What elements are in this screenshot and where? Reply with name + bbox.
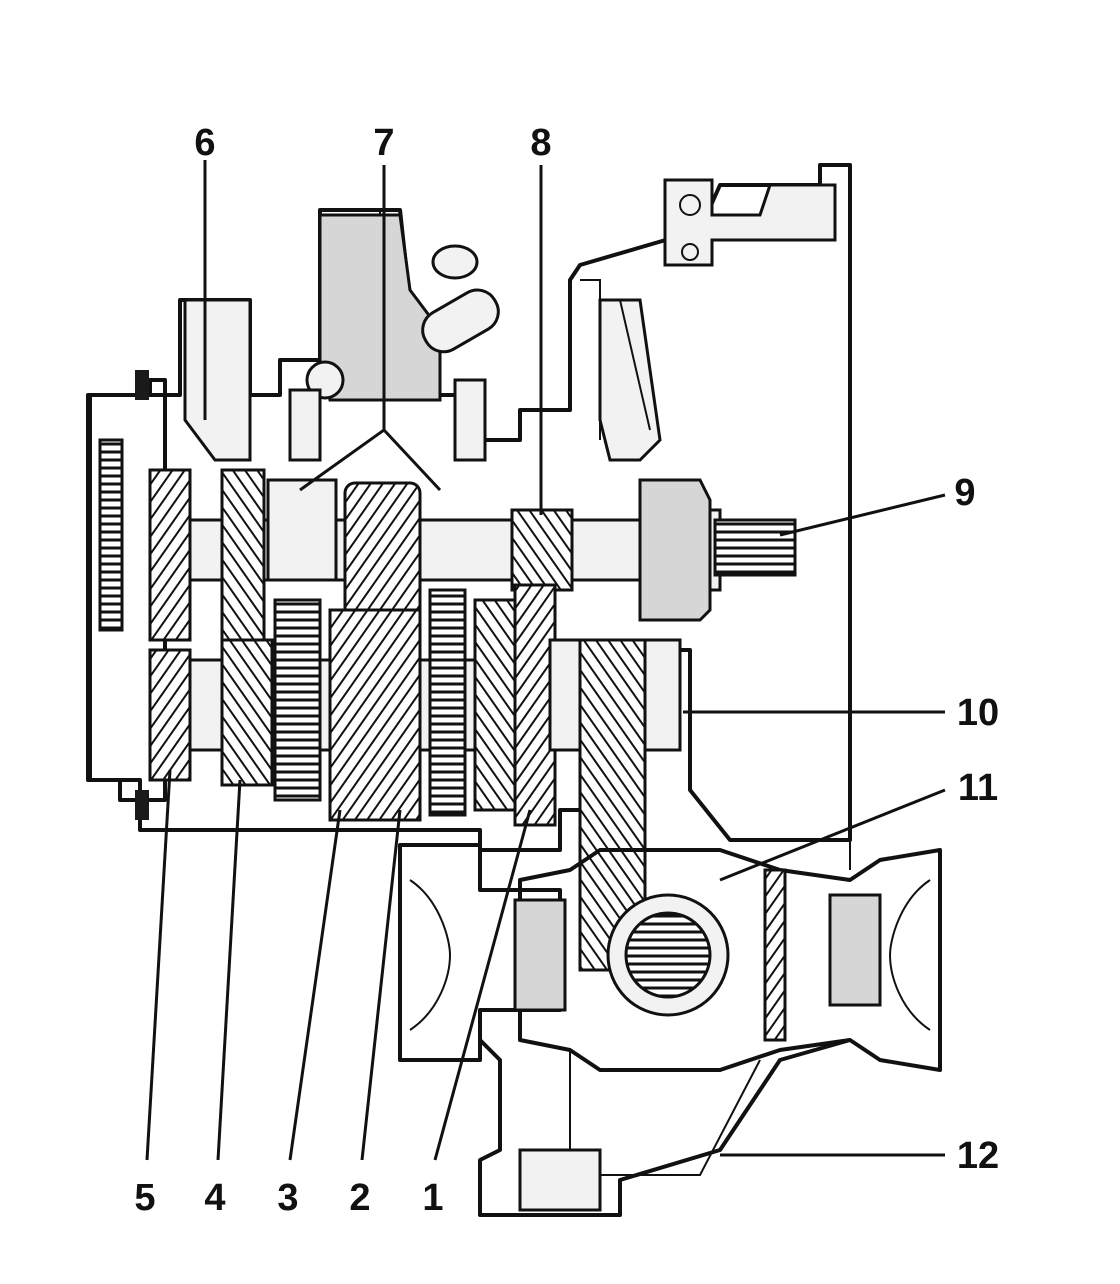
right-side-gear [763, 868, 787, 1042]
leader-7a [299, 428, 385, 492]
callout-9: 9 [954, 472, 975, 514]
leader-11 [719, 788, 946, 882]
leader-lines [145, 160, 946, 1161]
gear-8-upper [510, 508, 574, 592]
gear-5-lower [148, 648, 192, 782]
callout-labels: 6 7 8 9 10 11 12 5 4 3 2 1 [134, 122, 999, 1219]
gear-4-upper [220, 468, 266, 642]
leader-2 [360, 809, 402, 1161]
callout-1: 1 [422, 1177, 443, 1219]
leader-4 [216, 779, 242, 1161]
callout-4: 4 [204, 1177, 225, 1219]
gear-4-lower [220, 638, 274, 787]
differential [398, 843, 942, 1072]
callout-10: 10 [957, 692, 999, 734]
callout-5: 5 [134, 1177, 155, 1219]
end-cover [86, 370, 167, 820]
right-output-flange [828, 893, 882, 1007]
callout-3: 3 [277, 1177, 298, 1219]
gear-2-3-lower [328, 608, 422, 822]
leader-7b [382, 428, 442, 492]
lower-case [478, 1038, 851, 1217]
leader-5 [145, 769, 172, 1161]
lower-gear-train [148, 583, 652, 827]
leader-9 [779, 493, 946, 537]
callout-2: 2 [349, 1177, 370, 1219]
upper-gear-train [148, 468, 574, 642]
synchro-sleeve-1 [428, 588, 467, 817]
leader-3 [288, 809, 342, 1161]
left-side-gear [513, 898, 567, 1012]
callout-11: 11 [958, 767, 998, 809]
synchro-hub-upper [266, 478, 338, 582]
callout-12: 12 [957, 1135, 999, 1177]
gear-5-upper [148, 468, 192, 642]
callout-8: 8 [530, 122, 551, 164]
synchro-sleeve-lower [273, 598, 322, 802]
gear-1-lower-a [473, 598, 517, 812]
gear-2-3-upper [343, 481, 422, 625]
callout-6: 6 [194, 122, 215, 164]
transmission-housing [88, 163, 852, 870]
callout-7: 7 [373, 122, 394, 164]
leader-1 [433, 809, 532, 1161]
